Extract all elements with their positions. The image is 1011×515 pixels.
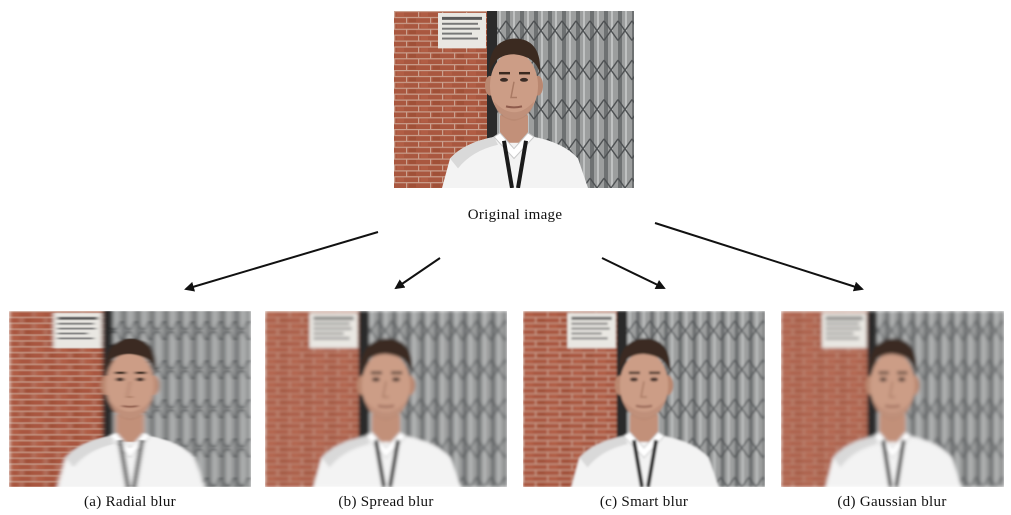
man-portrait-photo-icon: [523, 311, 765, 487]
spread-blur-caption: (b) Spread blur: [338, 494, 434, 510]
gaussian-blur-photo: [781, 311, 1004, 487]
original-caption: Original image: [467, 207, 563, 223]
man-portrait-photo-icon: [9, 311, 251, 487]
smart-blur-caption: (c) Smart blur: [599, 494, 689, 510]
arrow-to-radial: [184, 231, 379, 292]
arrow-to-spread: [394, 257, 441, 290]
man-portrait-photo-icon: [265, 311, 507, 487]
arrow-to-gaussian: [654, 222, 864, 292]
arrow-to-smart: [601, 257, 666, 290]
man-portrait-photo-icon: [781, 311, 1004, 487]
radial-blur-photo: [9, 311, 251, 487]
gaussian-blur-caption: (d) Gaussian blur: [837, 494, 947, 510]
radial-blur-caption: (a) Radial blur: [84, 494, 176, 510]
spread-blur-photo: [265, 311, 507, 487]
smart-blur-photo: [523, 311, 765, 487]
